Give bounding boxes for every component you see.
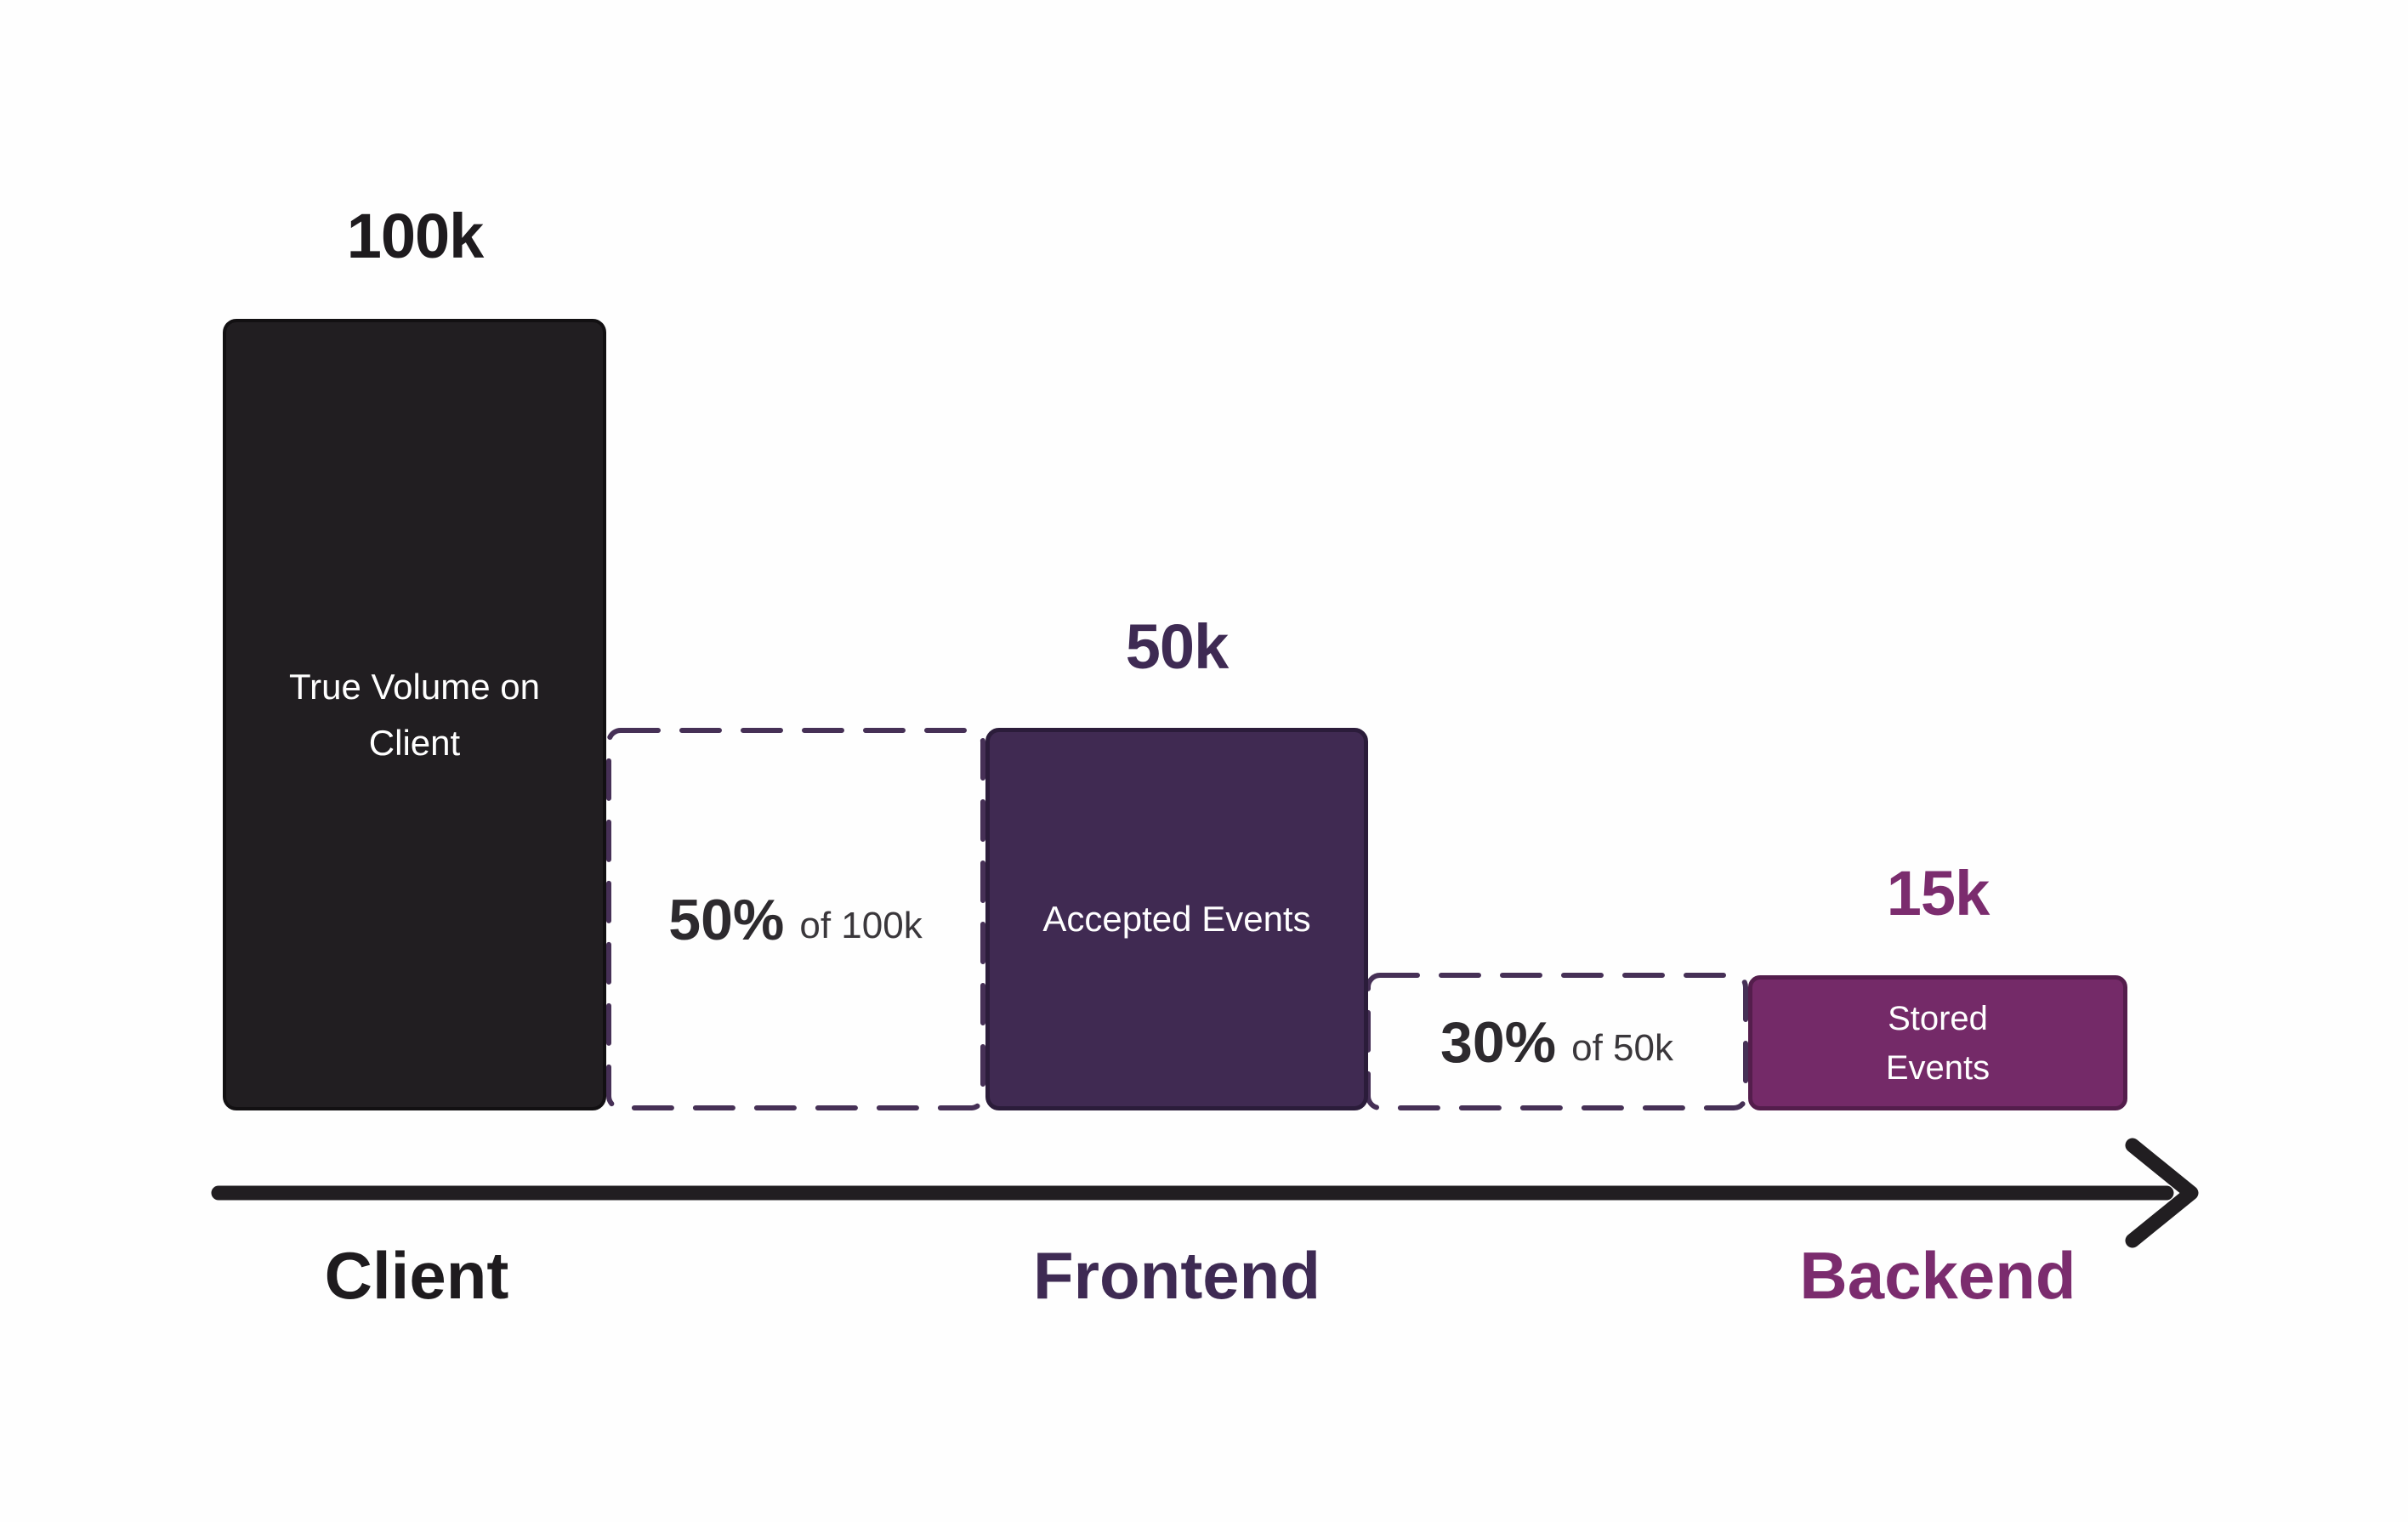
drop-of-1: of 100k [799,904,923,946]
bar-frontend-accepted-events: Accepted Events [985,728,1368,1110]
axis-label-backend: Backend [1799,1238,2076,1313]
axis-label-frontend: Frontend [1033,1238,1320,1313]
value-label-frontend: 50k [1125,611,1229,682]
drop-pct-2: 30% [1440,1009,1557,1075]
bar-backend-stored-events: Stored Events [1748,975,2127,1110]
bar-client-true-volume: True Volume on Client [223,319,606,1110]
drop-annotation-frontend-to-backend: 30% of 50k [1365,974,1749,1110]
bar-client-label: True Volume on Client [289,667,540,763]
axis-label-client: Client [324,1238,509,1313]
drop-of-2: of 50k [1571,1026,1673,1069]
value-label-backend: 15k [1886,858,1990,929]
value-label-client: 100k [346,201,485,271]
drop-pct-1: 50% [668,887,785,952]
arrow-right-icon [2125,1138,2199,1248]
bar-backend-label: Stored Events [1885,999,1991,1087]
drop-annotation-client-to-frontend: 50% of 100k [605,729,985,1110]
bar-frontend-label: Accepted Events [1042,899,1311,940]
